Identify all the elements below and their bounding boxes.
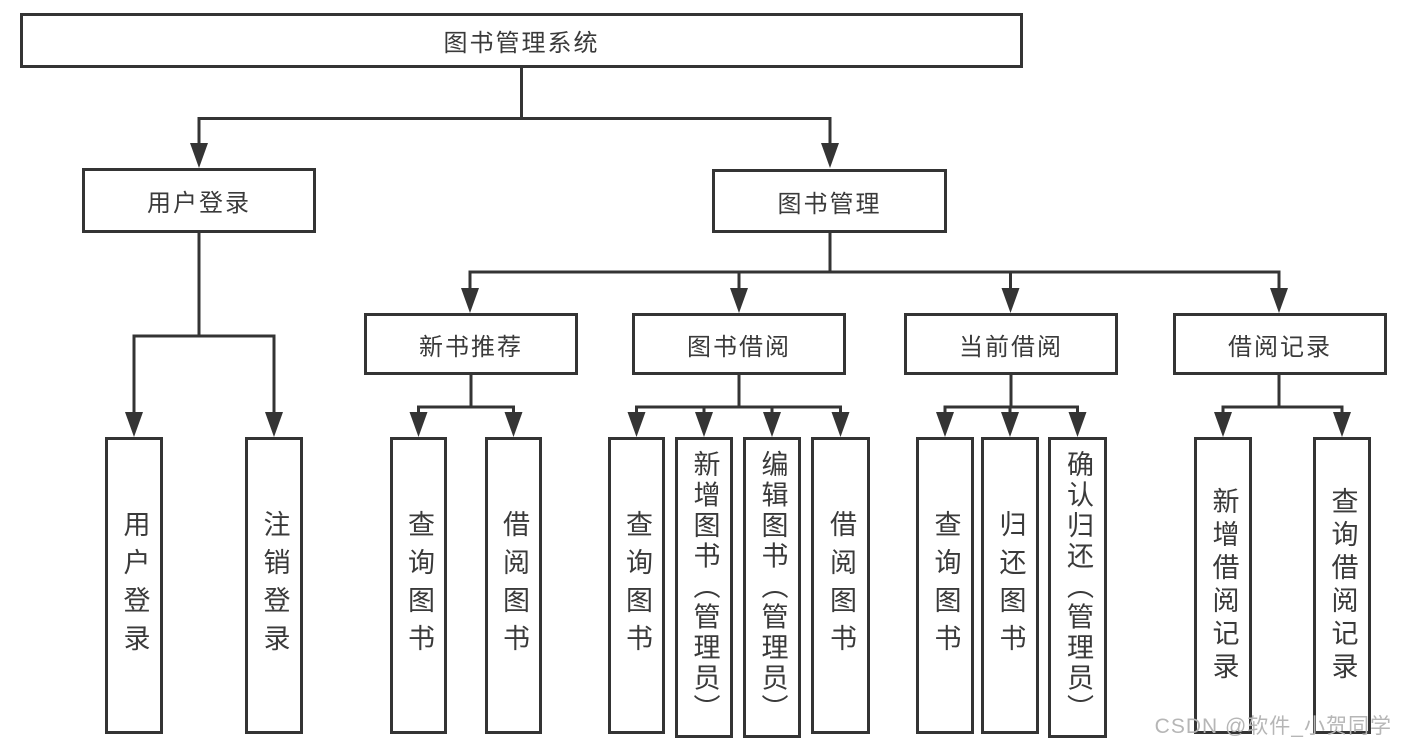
connector-borrow-records	[1221, 375, 1344, 416]
arrowhead-icon	[936, 412, 954, 437]
csdn-watermark: CSDN @软件_小贺同学	[1154, 715, 1392, 738]
node-user-login: 用户登录	[82, 168, 316, 233]
node-book-borrow-label: 图书借阅	[687, 333, 791, 361]
arrowhead-icon	[265, 412, 283, 437]
leaf-add-borrow-record-label: 新增借阅记录	[1208, 486, 1239, 685]
leaf-query-borrow-record: 查询借阅记录	[1313, 437, 1371, 734]
leaf-borrow-book-2-label: 借阅图书	[826, 509, 856, 662]
arrowhead-icon	[125, 412, 143, 437]
leaf-add-borrow-record: 新增借阅记录	[1194, 437, 1252, 734]
node-new-book-recommend-label: 新书推荐	[419, 333, 523, 361]
arrowhead-icon	[1333, 412, 1351, 437]
leaf-return-book-label: 归还图书	[995, 509, 1026, 662]
leaf-confirm-return-admin: 确认归还（管理员）	[1048, 437, 1107, 738]
leaf-query-borrow-record-label: 查询借阅记录	[1327, 486, 1358, 685]
connector-current-borrow	[943, 375, 1079, 416]
arrowhead-icon	[409, 412, 428, 437]
leaf-user-login: 用户登录	[105, 437, 163, 734]
leaf-confirm-return-admin-label: 确认归还（管理员）	[1063, 450, 1093, 725]
node-current-borrow: 当前借阅	[904, 313, 1118, 375]
arrowhead-icon	[831, 412, 850, 437]
arrowhead-icon	[627, 412, 646, 437]
leaf-borrow-book-2: 借阅图书	[811, 437, 870, 734]
arrowhead-icon	[763, 412, 781, 437]
arrowhead-icon	[695, 412, 713, 437]
leaf-user-login-label: 用户登录	[119, 509, 150, 662]
arrowhead-icon	[821, 143, 839, 168]
node-new-book-recommend: 新书推荐	[364, 313, 578, 375]
leaf-query-book-2-label: 查询图书	[622, 509, 652, 662]
connector-new-book-recommend	[417, 375, 515, 416]
node-user-login-label: 用户登录	[147, 190, 251, 217]
leaf-edit-book-admin-label: 编辑图书（管理员）	[757, 450, 788, 725]
connector-user-login	[132, 233, 276, 414]
connector-book-management	[468, 233, 1281, 290]
node-borrow-records-label: 借阅记录	[1228, 333, 1332, 361]
arrowhead-icon	[1270, 288, 1288, 313]
arrowhead-icon	[1001, 412, 1019, 437]
root-node: 图书管理系统	[20, 13, 1023, 68]
arrowhead-icon	[1001, 288, 1020, 313]
leaf-borrow-book-1: 借阅图书	[485, 437, 542, 734]
node-book-management: 图书管理	[712, 169, 947, 233]
connector-book-borrow	[635, 375, 842, 416]
connector-root	[197, 68, 832, 146]
leaf-return-book: 归还图书	[981, 437, 1039, 734]
root-node-label: 图书管理系统	[443, 30, 600, 57]
leaf-add-book-admin: 新增图书（管理员）	[675, 437, 733, 738]
node-book-borrow: 图书借阅	[632, 313, 846, 375]
arrowhead-icon	[730, 288, 748, 313]
leaf-borrow-book-1-label: 借阅图书	[499, 509, 529, 662]
arrowhead-icon	[461, 288, 479, 313]
leaf-logout: 注销登录	[245, 437, 303, 734]
arrowhead-icon	[190, 143, 208, 168]
node-current-borrow-label: 当前借阅	[959, 333, 1063, 361]
arrowhead-icon	[1068, 412, 1087, 437]
arrowhead-icon	[1214, 412, 1232, 437]
leaf-query-book-3: 查询图书	[916, 437, 974, 734]
leaf-add-book-admin-label: 新增图书（管理员）	[689, 450, 720, 725]
arrowhead-icon	[504, 412, 523, 437]
node-book-management-label: 图书管理	[777, 190, 882, 218]
leaf-edit-book-admin: 编辑图书（管理员）	[743, 437, 801, 738]
leaf-query-book-1: 查询图书	[390, 437, 447, 734]
leaf-logout-label: 注销登录	[259, 509, 290, 662]
leaf-query-book-1-label: 查询图书	[404, 509, 434, 662]
node-borrow-records: 借阅记录	[1173, 313, 1387, 375]
leaf-query-book-3-label: 查询图书	[930, 509, 961, 662]
leaf-query-book-2: 查询图书	[608, 437, 665, 734]
